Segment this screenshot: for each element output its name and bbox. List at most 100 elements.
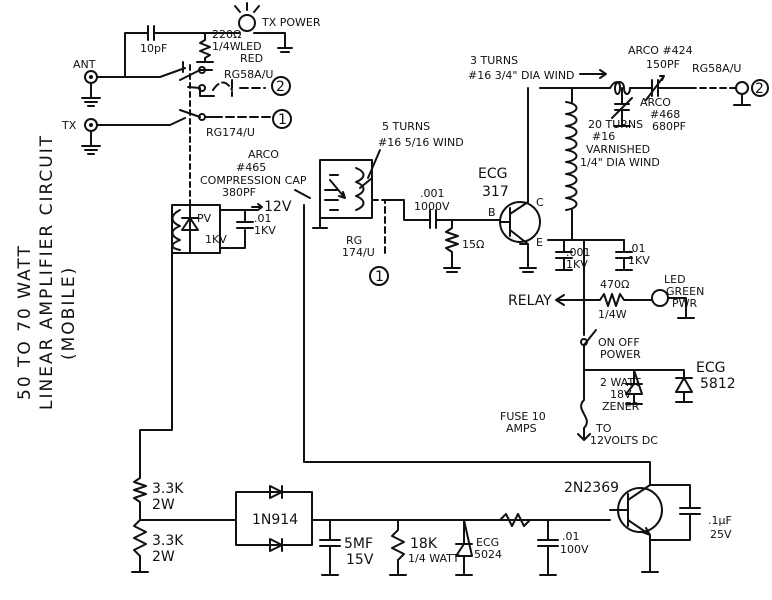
relay-coil-block: PV 1KV .01 1KV 12V	[171, 199, 292, 254]
cap-01-100v: .01 100V	[537, 519, 589, 576]
svg-text:18V: 18V	[610, 388, 632, 401]
tx-label: TX	[61, 119, 77, 132]
coax-rg58-right: 2 RG58A/U	[689, 62, 769, 106]
tx-connector: TX	[61, 118, 101, 155]
bypass-caps: .001 1KV .01 1KV	[547, 239, 650, 271]
svg-text:1/4 WATT: 1/4 WATT	[408, 552, 460, 565]
svg-text:15Ω: 15Ω	[462, 238, 484, 251]
svg-text:LED: LED	[240, 40, 262, 53]
svg-text:.01: .01	[254, 212, 272, 225]
svg-text:#16 3/4" DIA WIND: #16 3/4" DIA WIND	[468, 69, 575, 82]
svg-text:ECG: ECG	[476, 536, 499, 549]
ant-wire	[96, 67, 186, 78]
svg-text:3.3K: 3.3K	[152, 533, 184, 549]
svg-text:COMPRESSION CAP: COMPRESSION CAP	[200, 174, 307, 187]
title-line-2: LINEAR AMPLIFIER CIRCUIT	[37, 134, 57, 410]
svg-text:E: E	[536, 236, 543, 249]
svg-text:ON OFF: ON OFF	[598, 336, 640, 349]
svg-text:2: 2	[755, 81, 764, 97]
svg-text:RG58A/U: RG58A/U	[692, 62, 741, 75]
cap-1uf: .1μF 25V	[649, 484, 732, 541]
svg-text:1/4W: 1/4W	[212, 40, 241, 53]
power-switch: ON OFF POWER	[580, 329, 641, 371]
tx-wire	[96, 117, 186, 126]
coil-3-turns: 3 TURNS #16 3/4" DIA WIND	[468, 54, 631, 95]
tx-power-label: TX POWER	[261, 16, 321, 29]
svg-text:1KV: 1KV	[628, 254, 650, 267]
svg-text:C: C	[536, 196, 544, 209]
svg-text:GREEN: GREEN	[666, 285, 704, 298]
cap-10pf: 10pF	[140, 25, 206, 55]
svg-text:1KV: 1KV	[205, 233, 227, 246]
coax-rg58-top: 2 RG58A/U	[212, 68, 291, 97]
cap-001-1000v: .001 1000V B	[384, 187, 501, 229]
svg-text:ARCO: ARCO	[640, 96, 671, 109]
svg-text:.1μF: .1μF	[708, 514, 732, 527]
cap-5mf: 5MF 15V	[319, 519, 374, 576]
zener-and-ecg5812: 2 WATT 18V ZENER ECG 5812	[583, 360, 736, 413]
svg-text:#468: #468	[650, 108, 680, 121]
svg-text:15V: 15V	[346, 552, 374, 568]
svg-text:12V: 12V	[264, 199, 292, 215]
svg-text:680PF: 680PF	[652, 120, 686, 133]
svg-text:3 TURNS: 3 TURNS	[470, 54, 518, 67]
svg-text:ARCO #424: ARCO #424	[628, 44, 693, 57]
fuse-10a: FUSE 10 AMPS TO 12VOLTS DC	[500, 369, 658, 447]
svg-text:ECG: ECG	[478, 166, 507, 182]
svg-text:ECG: ECG	[696, 360, 725, 376]
svg-text:RED: RED	[240, 52, 263, 65]
svg-text:.001: .001	[420, 187, 445, 200]
svg-text:3.3K: 3.3K	[152, 481, 184, 497]
coil-12v-return	[303, 204, 651, 486]
svg-text:RG58A/U: RG58A/U	[224, 68, 273, 81]
svg-text:VARNISHED: VARNISHED	[586, 143, 650, 156]
title-line-1: 50 TO 70 WATT	[15, 244, 35, 400]
svg-text:ARCO: ARCO	[248, 148, 279, 161]
svg-text:TO: TO	[595, 422, 612, 435]
svg-text:12VOLTS DC: 12VOLTS DC	[590, 434, 658, 447]
svg-text:2W: 2W	[152, 497, 175, 513]
resistor-220: 220Ω 1/4W	[196, 28, 241, 63]
svg-text:470Ω: 470Ω	[600, 278, 629, 291]
coax-rg174-bottom: 1 RG 174/U	[342, 199, 389, 286]
svg-text:220Ω: 220Ω	[212, 28, 241, 41]
arco-468-cap: ARCO #468 680PF	[611, 87, 686, 133]
zener-ecg5024: ECG 5024	[455, 519, 502, 576]
ant-connector: ANT	[73, 58, 101, 107]
svg-text:RELAY: RELAY	[508, 293, 552, 309]
resistor-15: 15Ω	[443, 219, 484, 273]
resistor-18k: 18K 1/4 WATT	[389, 519, 460, 576]
svg-text:1KV: 1KV	[254, 224, 276, 237]
arco-465-cap: ARCO #465 COMPRESSION CAP 380PF	[200, 148, 311, 199]
svg-text:LED: LED	[664, 273, 686, 286]
svg-text:2 WATT: 2 WATT	[600, 376, 641, 389]
node-1-label: 1	[278, 112, 287, 128]
svg-text:25V: 25V	[710, 528, 732, 541]
led-red: TX POWER LED RED	[204, 2, 321, 65]
transistor-2n2369: 2N2369	[564, 480, 663, 573]
svg-text:1KV: 1KV	[566, 258, 588, 271]
resistor-bias	[499, 513, 611, 527]
svg-text:RG174/U: RG174/U	[206, 126, 255, 139]
circuit-title: 50 TO 70 WATT LINEAR AMPLIFIER CIRCUIT (…	[15, 134, 79, 410]
ant-label: ANT	[73, 58, 96, 71]
arco-424-cap: ARCO #424 150PF	[628, 44, 693, 101]
svg-text:.01: .01	[562, 530, 580, 543]
relay-and-led: RELAY 470Ω 1/4W LED GREEN PWR	[508, 239, 704, 336]
svg-text:317: 317	[482, 184, 509, 200]
svg-text:PWR: PWR	[672, 297, 698, 310]
transistor-ecg317: ECG 317 C E	[478, 87, 544, 273]
svg-text:2N2369: 2N2369	[564, 480, 619, 496]
svg-text:174/U: 174/U	[342, 246, 375, 259]
svg-text:380PF: 380PF	[222, 186, 256, 199]
svg-text:150PF: 150PF	[646, 58, 680, 71]
diode-bridge-1n914: 1N914	[139, 485, 531, 552]
svg-text:5812: 5812	[700, 376, 736, 392]
resistor-3k3-b: 3.3K 2W	[131, 519, 184, 573]
svg-text:1/4" DIA WIND: 1/4" DIA WIND	[580, 156, 660, 169]
svg-text:18K: 18K	[410, 536, 438, 552]
left-supply-wire	[139, 237, 173, 479]
svg-text:1/4W: 1/4W	[598, 308, 627, 321]
svg-text:1: 1	[375, 269, 384, 285]
